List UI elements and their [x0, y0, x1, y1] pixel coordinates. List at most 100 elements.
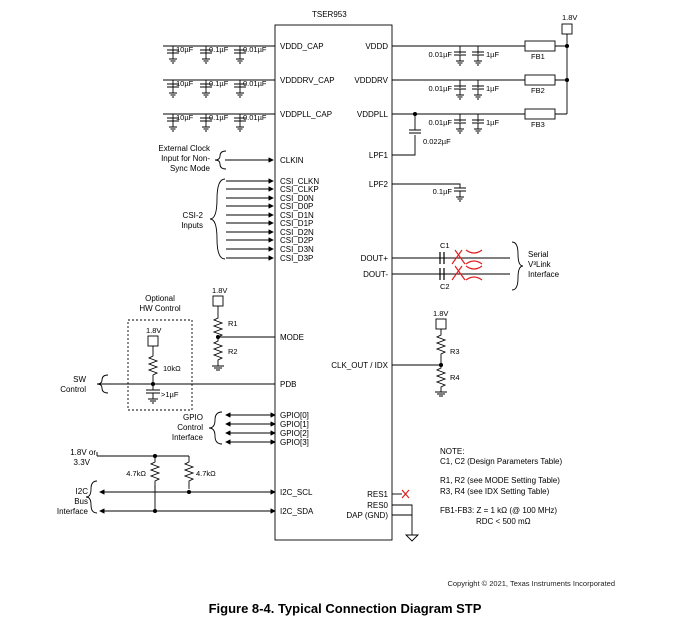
- pin-csi-d0p: CSI_D0P: [280, 202, 313, 211]
- cap-value: 0.01µF: [429, 50, 453, 59]
- csi-label: CSI-2: [183, 211, 204, 220]
- pin-gpio3: GPIO[3]: [280, 438, 309, 447]
- fb1-label: FB1: [531, 52, 545, 61]
- cap-value: 0.022µF: [423, 137, 451, 146]
- pin-gpio1: GPIO[1]: [280, 420, 309, 429]
- pin-i2c-scl: I2C_SCL: [280, 488, 313, 497]
- serial-label: Interface: [528, 270, 560, 279]
- gpio-label: GPIO: [183, 413, 203, 422]
- pin-mode: MODE: [280, 333, 304, 342]
- pin-vdddrv-cap: VDDDRV_CAP: [280, 76, 335, 85]
- r4-label: R4: [450, 373, 460, 382]
- pin-lpf2: LPF2: [369, 180, 389, 189]
- cap-value: 0.1µF: [209, 79, 229, 88]
- note-line: C1, C2 (Design Parameters Table): [440, 457, 562, 466]
- pin-dout-minus: DOUT-: [363, 270, 388, 279]
- supply-label: 1.8V: [433, 309, 448, 318]
- fb2: [524, 74, 556, 86]
- fb3: [524, 108, 556, 120]
- r2-label: R2: [228, 347, 238, 356]
- i2c-label: I2C: [76, 487, 89, 496]
- r1-label: R1: [228, 319, 238, 328]
- serial-label: Serial: [528, 250, 549, 259]
- cap-value: 1µF: [486, 50, 499, 59]
- i2c-label: Interface: [57, 507, 89, 516]
- left-cap-group: [167, 46, 246, 132]
- note-line: R3, R4 (see IDX Setting Table): [440, 487, 550, 496]
- c2-label: C2: [440, 282, 450, 291]
- csi-label: Inputs: [181, 221, 203, 230]
- cap-value: 0.1µF: [209, 45, 229, 54]
- optional-label: Optional: [145, 294, 175, 303]
- note-line: RDC < 500 mΩ: [476, 517, 531, 526]
- serial-label: V³Link: [528, 260, 552, 269]
- pin-res1: RES1: [367, 490, 388, 499]
- supply-label: 1.8V: [146, 326, 161, 335]
- gpio-label: Control: [177, 423, 203, 432]
- cap-value: 0.1µF: [433, 187, 453, 196]
- i2c-label: Bus: [74, 497, 88, 506]
- cap-value: >1µF: [161, 390, 179, 399]
- optional-label: HW Control: [139, 304, 181, 313]
- copyright: Copyright © 2021, Texas Instruments Inco…: [447, 579, 615, 588]
- pin-pdb: PDB: [280, 380, 296, 389]
- pin-clk-out-idx: CLK_OUT / IDX: [331, 361, 388, 370]
- pin-csi-d3p: CSI_D3P: [280, 254, 313, 263]
- ic-name: TSER953: [312, 10, 347, 19]
- supply-label: 1.8V or: [70, 448, 96, 457]
- pin-vdddrv: VDDDRV: [354, 76, 388, 85]
- ext-clock-label: Input for Non-: [161, 154, 210, 163]
- pullup-label: 4.7kΩ: [196, 469, 216, 478]
- pin-res0: RES0: [367, 501, 388, 510]
- pin-csi-d2n: CSI_D2N: [280, 228, 314, 237]
- pin-csi-d1p: CSI_D1P: [280, 219, 313, 228]
- fb3-label: FB3: [531, 120, 545, 129]
- supply-label: 1.8V: [562, 13, 577, 22]
- pin-clkin: CLKIN: [280, 156, 304, 165]
- cap-value: 1µF: [486, 84, 499, 93]
- cap-value: 0.01µF: [243, 79, 267, 88]
- no-connect-mark: [401, 489, 410, 499]
- pin-dout-plus: DOUT+: [361, 254, 389, 263]
- pin-lpf1: LPF1: [369, 151, 389, 160]
- pin-vddpll: VDDPLL: [357, 110, 389, 119]
- pin-vddd-cap: VDDD_CAP: [280, 42, 324, 51]
- ext-clock-label: Sync Mode: [170, 164, 211, 173]
- cap-value: 10µF: [176, 45, 194, 54]
- pin-csi-d0n: CSI_D0N: [280, 194, 314, 203]
- r3-label: R3: [450, 347, 460, 356]
- cap-value: 1µF: [486, 118, 499, 127]
- c1-label: C1: [440, 241, 450, 250]
- pin-csi-clkn: CSI_CLKN: [280, 177, 319, 186]
- note-line: R1, R2 (see MODE Setting Table): [440, 476, 560, 485]
- pin-csi-d1n: CSI_D1N: [280, 211, 314, 220]
- cap-value: 0.1µF: [209, 113, 229, 122]
- pin-vddpll-cap: VDDPLL_CAP: [280, 110, 332, 119]
- fb2-label: FB2: [531, 86, 545, 95]
- cap-value: 10µF: [176, 79, 194, 88]
- cap-value: 10µF: [176, 113, 194, 122]
- ext-clock-label: External Clock: [158, 144, 211, 153]
- supply-label: 3.3V: [74, 458, 91, 467]
- pin-i2c-sda: I2C_SDA: [280, 507, 314, 516]
- pin-csi-d3n: CSI_D3N: [280, 245, 314, 254]
- supply-label: 1.8V: [212, 286, 227, 295]
- pullup-label: 4.7kΩ: [126, 469, 146, 478]
- figure-caption: Figure 8-4. Typical Connection Diagram S…: [209, 601, 482, 616]
- note-line: FB1-FB3: Z = 1 kΩ (@ 100 MHz): [440, 506, 557, 515]
- fb1: [524, 40, 556, 52]
- gpio-label: Interface: [172, 433, 204, 442]
- cap-value: 0.01µF: [243, 45, 267, 54]
- pin-csi-clkp: CSI_CLKP: [280, 185, 319, 194]
- cap-value: 0.01µF: [243, 113, 267, 122]
- note-line: NOTE:: [440, 447, 464, 456]
- sw-label: SW: [73, 375, 86, 384]
- sw-label: Control: [60, 385, 86, 394]
- cap-value: 0.01µF: [429, 84, 453, 93]
- cap-value: 0.01µF: [429, 118, 453, 127]
- twisted-pair-icon: [451, 249, 483, 281]
- pin-gpio2: GPIO[2]: [280, 429, 309, 438]
- r10k-label: 10kΩ: [163, 364, 181, 373]
- pin-gpio0: GPIO[0]: [280, 411, 309, 420]
